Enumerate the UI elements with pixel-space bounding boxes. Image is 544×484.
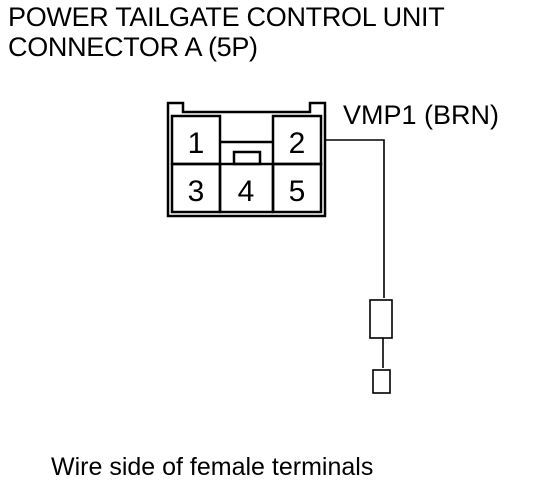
connector-lock-tab [232,150,262,166]
wire-label: VMP1 (BRN) [343,100,499,130]
pin-number-3: 3 [188,175,205,208]
diagram-caption: Wire side of female terminals [51,453,374,481]
probe-tip-upper [369,299,393,339]
title-line-1: POWER TAILGATE CONTROL UNIT [8,2,445,32]
pin-number-2: 2 [289,127,306,160]
connector-housing [166,101,327,218]
pin-number-5: 5 [289,175,306,208]
wire-lead [325,139,385,298]
title-line-2: CONNECTOR A (5P) [8,32,258,62]
pin-number-1: 1 [188,127,205,160]
pin-cavity-5 [271,162,323,214]
diagram-title: POWER TAILGATE CONTROL UNIT CONNECTOR A … [8,2,538,62]
pin-number-4: 4 [238,175,255,208]
probe-tip-lower [372,369,391,394]
